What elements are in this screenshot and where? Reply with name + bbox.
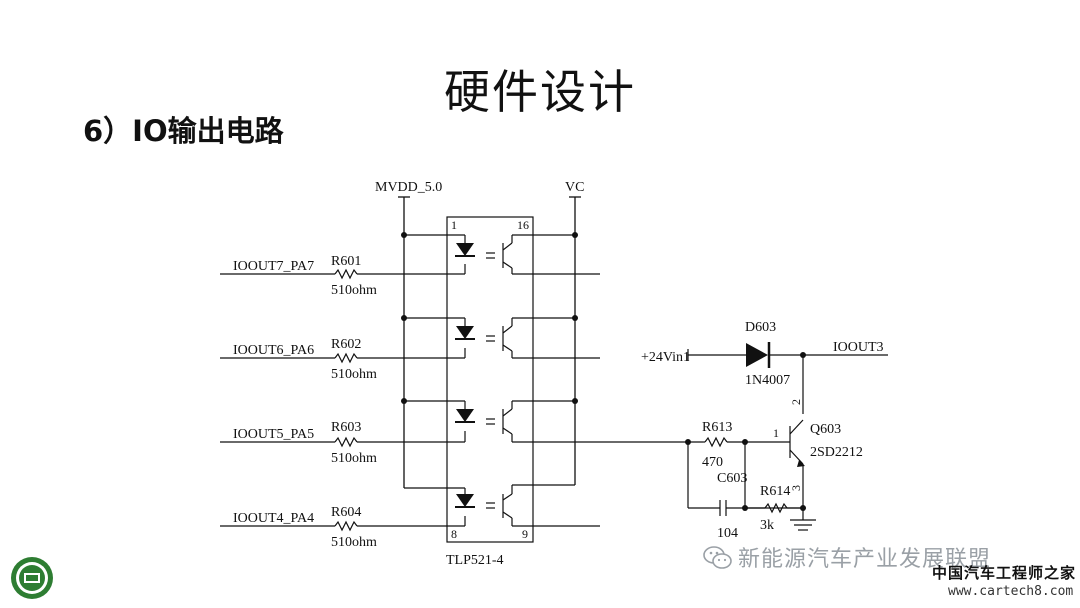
transistor-part: 2SD2212 xyxy=(810,445,863,460)
r614-value: 3k xyxy=(760,518,774,533)
channel-4 xyxy=(220,484,600,527)
diode-d603 xyxy=(746,343,768,367)
output-label: IOOUT3 xyxy=(833,340,884,355)
led-4 xyxy=(456,494,474,507)
c603-value: 104 xyxy=(717,526,738,541)
resistor-value-4: 510ohm xyxy=(331,535,377,550)
watermark-label: 新能源汽车产业发展联盟 xyxy=(738,547,992,572)
organization-logo xyxy=(11,557,53,599)
resistor-value-2: 510ohm xyxy=(331,367,377,382)
supply-input-label: +24Vin1 xyxy=(641,350,690,365)
optocoupler-body xyxy=(446,216,534,543)
r613-value: 470 xyxy=(702,455,723,470)
opto-pin-16: 16 xyxy=(517,218,529,232)
c603-ref: C603 xyxy=(717,471,747,486)
transistor-pin-collector: 2 xyxy=(789,399,803,405)
r613-ref: R613 xyxy=(702,420,732,435)
channel-2 xyxy=(220,317,600,359)
opto-pin-1: 1 xyxy=(451,218,457,232)
led-1 xyxy=(456,243,474,256)
led-3 xyxy=(456,409,474,422)
transistor-pin-emitter: 3 xyxy=(789,485,803,491)
resistor-ref-1: R601 xyxy=(331,254,361,269)
schematic-background xyxy=(207,160,907,580)
transistor-pin-base: 1 xyxy=(773,426,779,440)
signal-label-2: IOOUT6_PA6 xyxy=(233,343,314,358)
mvdd-label: MVDD_5.0 xyxy=(375,180,442,195)
channel-1 xyxy=(220,234,600,275)
channel-3 xyxy=(220,400,703,443)
opto-pin-8: 8 xyxy=(451,527,457,541)
opto-pin-9: 9 xyxy=(522,527,528,541)
transistor-ref: Q603 xyxy=(810,422,841,437)
resistor-value-3: 510ohm xyxy=(331,451,377,466)
signal-label-4: IOOUT4_PA4 xyxy=(233,511,314,526)
power-rails xyxy=(398,196,581,488)
signal-label-1: IOOUT7_PA7 xyxy=(233,259,314,274)
resistor-ref-2: R602 xyxy=(331,337,361,352)
slide-title: 硬件设计 xyxy=(444,65,636,119)
vc-label: VC xyxy=(565,180,584,195)
signal-label-3: IOOUT5_PA5 xyxy=(233,427,314,442)
section-heading: 6）IO输出电路 xyxy=(83,114,284,148)
led-2 xyxy=(456,326,474,339)
resistor-value-1: 510ohm xyxy=(331,283,377,298)
diode-ref: D603 xyxy=(745,320,776,335)
diode-part: 1N4007 xyxy=(745,373,790,388)
resistor-ref-4: R604 xyxy=(331,505,361,520)
watermark-text: 新能源汽车产业发展联盟 xyxy=(700,541,991,573)
site-url: www.cartech8.com xyxy=(948,584,1074,599)
site-name: 中国汽车工程师之家 xyxy=(932,564,1077,582)
r614-ref: R614 xyxy=(760,484,790,499)
resistor-ref-3: R603 xyxy=(331,420,361,435)
optocoupler-part: TLP521-4 xyxy=(446,553,504,568)
output-stage xyxy=(687,349,888,531)
wechat-icon xyxy=(703,546,732,569)
